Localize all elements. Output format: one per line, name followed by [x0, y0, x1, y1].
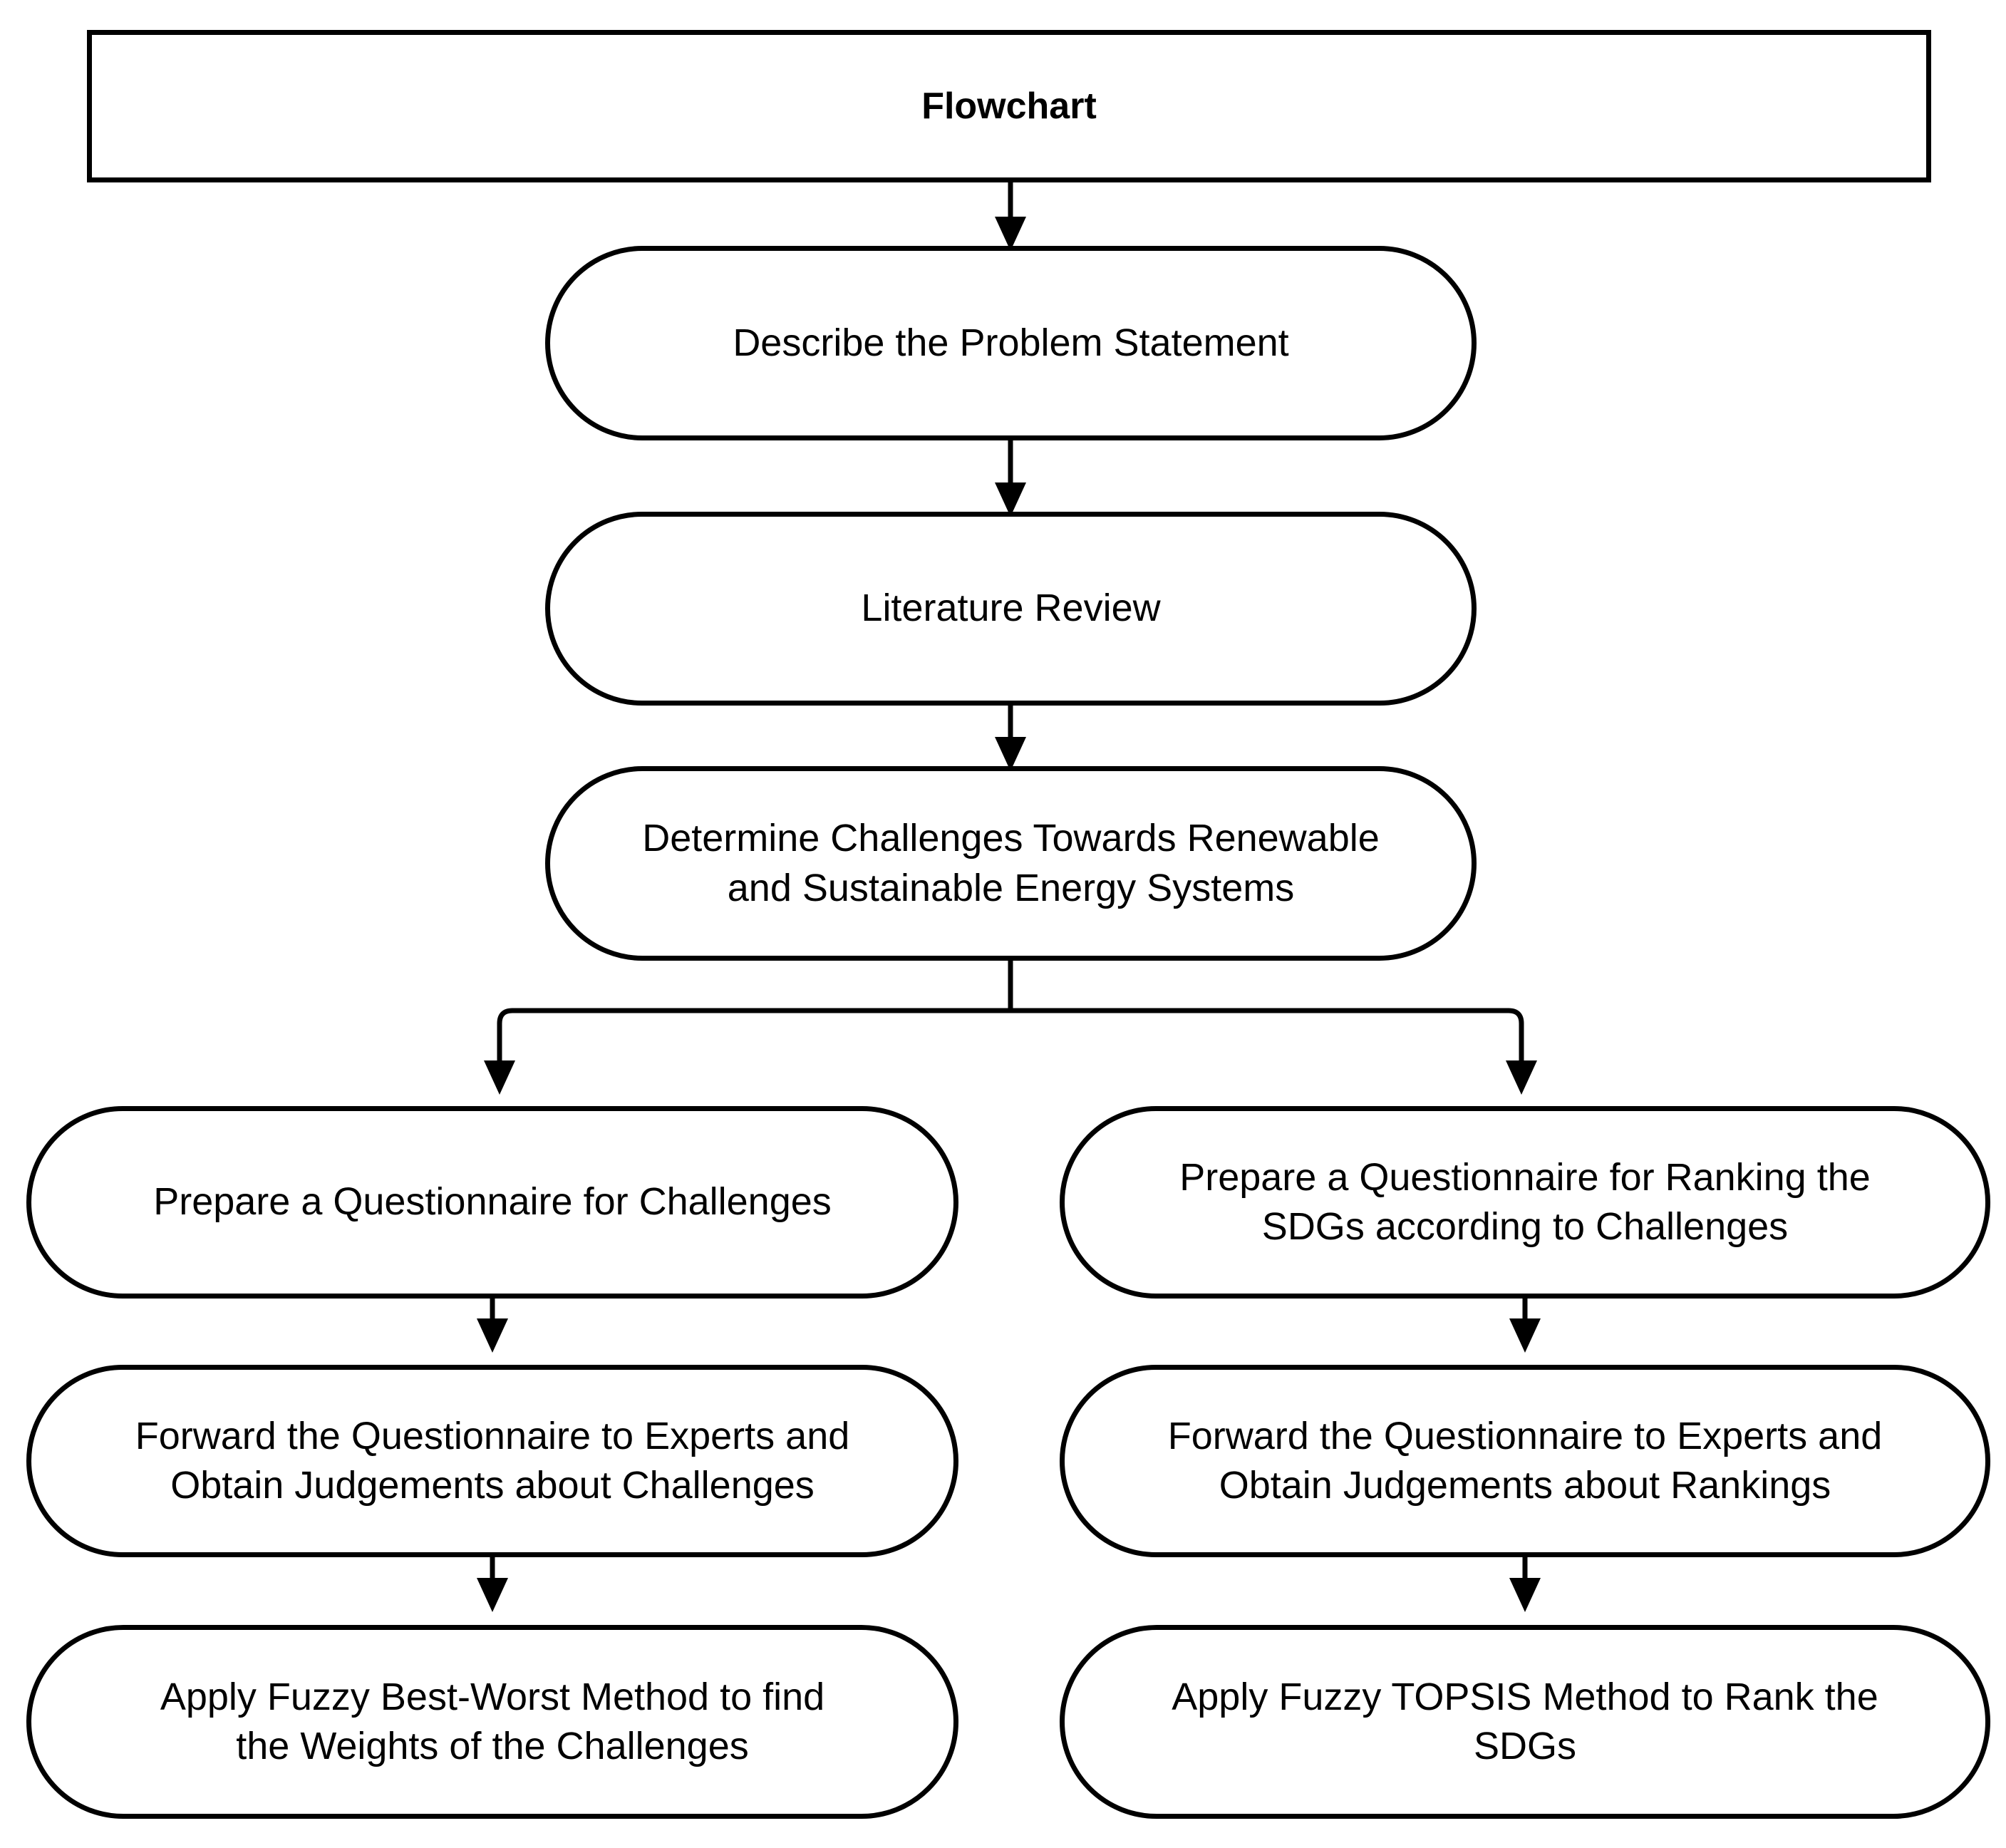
edge-left-prepare-to-forward [477, 1299, 508, 1353]
node-describe-problem-statement: Describe the Problem Statement [545, 246, 1477, 440]
node-left-forward-questionnaire: Forward the Questionnaire to Experts and… [26, 1365, 958, 1557]
edge-header-to-problem-statement [995, 182, 1026, 251]
node-left-forward-questionnaire-label: Forward the Questionnaire to Experts and… [135, 1414, 850, 1507]
node-right-forward-questionnaire: Forward the Questionnaire to Experts and… [1060, 1365, 1990, 1557]
node-left-prepare-questionnaire: Prepare a Questionnaire for Challenges [26, 1106, 958, 1299]
edge-left-forward-to-fbwm [477, 1557, 508, 1612]
node-literature-review-label: Literature Review [861, 587, 1161, 630]
node-determine-challenges-label: Determine Challenges Towards Renewable a… [642, 817, 1380, 909]
node-determine-challenges: Determine Challenges Towards Renewable a… [545, 766, 1477, 961]
node-literature-review: Literature Review [545, 512, 1477, 706]
node-right-apply-fuzzy-topsis-label: Apply Fuzzy TOPSIS Method to Rank the SD… [1172, 1675, 1878, 1767]
node-right-apply-fuzzy-topsis: Apply Fuzzy TOPSIS Method to Rank the SD… [1060, 1625, 1990, 1819]
node-left-apply-fuzzy-best-worst-label: Apply Fuzzy Best-Worst Method to find th… [160, 1675, 825, 1767]
node-header-flowchart: Flowchart [87, 30, 1931, 182]
node-header-label: Flowchart [921, 85, 1097, 127]
edge-literature-review-to-determine-challenges [995, 706, 1026, 771]
edge-problem-statement-to-literature-review [995, 440, 1026, 517]
node-right-prepare-questionnaire-label: Prepare a Questionnaire for Ranking the … [1179, 1155, 1871, 1248]
node-right-prepare-questionnaire: Prepare a Questionnaire for Ranking the … [1060, 1106, 1990, 1299]
edge-right-forward-to-topsis [1509, 1557, 1541, 1612]
node-left-prepare-questionnaire-label: Prepare a Questionnaire for Challenges [153, 1180, 832, 1224]
edge-determine-challenges-branch [484, 961, 1537, 1095]
node-right-forward-questionnaire-label: Forward the Questionnaire to Experts and… [1167, 1414, 1883, 1507]
node-left-apply-fuzzy-best-worst: Apply Fuzzy Best-Worst Method to find th… [26, 1625, 958, 1819]
node-describe-problem-statement-label: Describe the Problem Statement [733, 321, 1289, 364]
edge-right-prepare-to-forward [1509, 1299, 1541, 1353]
